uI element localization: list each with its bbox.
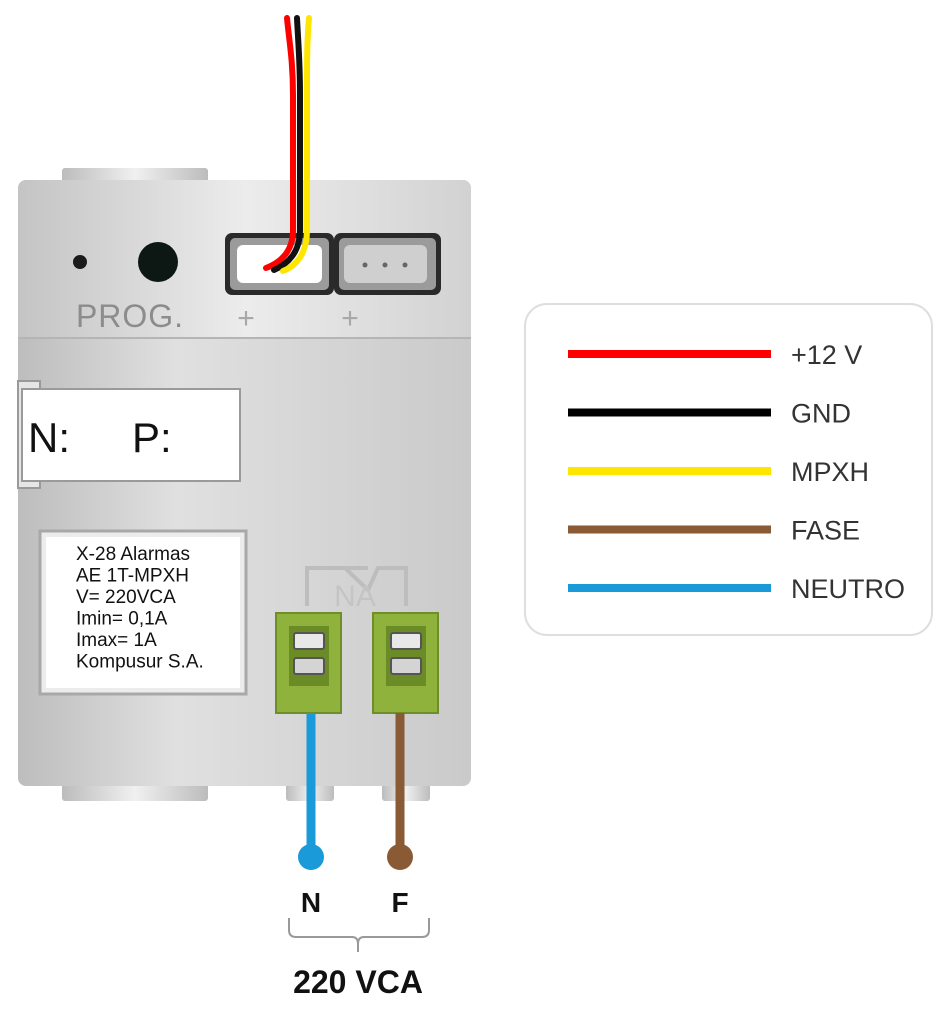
spec-line: Imin= 0,1A bbox=[76, 609, 168, 630]
p-field-label: P: bbox=[132, 414, 172, 461]
connector-port-2 bbox=[334, 233, 441, 295]
neutral-wire bbox=[298, 713, 324, 870]
supply-brace bbox=[288, 918, 430, 945]
neutral-terminal-label: N bbox=[301, 887, 321, 918]
spec-line: V= 220VCA bbox=[76, 587, 176, 608]
legend-label: GND bbox=[791, 399, 851, 429]
top-wires bbox=[263, 15, 312, 274]
prog-label: PROG. bbox=[76, 298, 184, 334]
relay-na-symbol bbox=[305, 566, 408, 606]
legend-label: +12 V bbox=[791, 340, 862, 370]
spec-line: Kompusur S.A. bbox=[76, 652, 204, 673]
terminal-block-f bbox=[372, 612, 439, 714]
port2-plus-label: + bbox=[341, 302, 359, 335]
spec-label bbox=[38, 529, 248, 696]
label-plate bbox=[17, 380, 241, 489]
legend-label: MPXH bbox=[791, 457, 869, 487]
na-label: NA bbox=[334, 580, 376, 613]
n-field-label: N: bbox=[28, 414, 70, 461]
spec-line: X-28 Alarmas bbox=[76, 544, 190, 565]
legend-items: +12 V GND MPXH FASE NEUTRO bbox=[568, 340, 905, 604]
spec-line: Imax= 1A bbox=[76, 630, 157, 651]
supply-voltage-label: 220 VCA bbox=[293, 964, 423, 1000]
legend-label: NEUTRO bbox=[791, 574, 905, 604]
terminal-block-n bbox=[275, 612, 342, 714]
spec-line: AE 1T-MPXH bbox=[76, 566, 189, 587]
phase-wire bbox=[387, 713, 413, 870]
port1-plus-label: + bbox=[237, 302, 255, 335]
phase-terminal-label: F bbox=[391, 887, 408, 918]
status-led-icon bbox=[73, 255, 87, 269]
prog-button[interactable] bbox=[138, 242, 178, 282]
legend-label: FASE bbox=[791, 516, 860, 546]
